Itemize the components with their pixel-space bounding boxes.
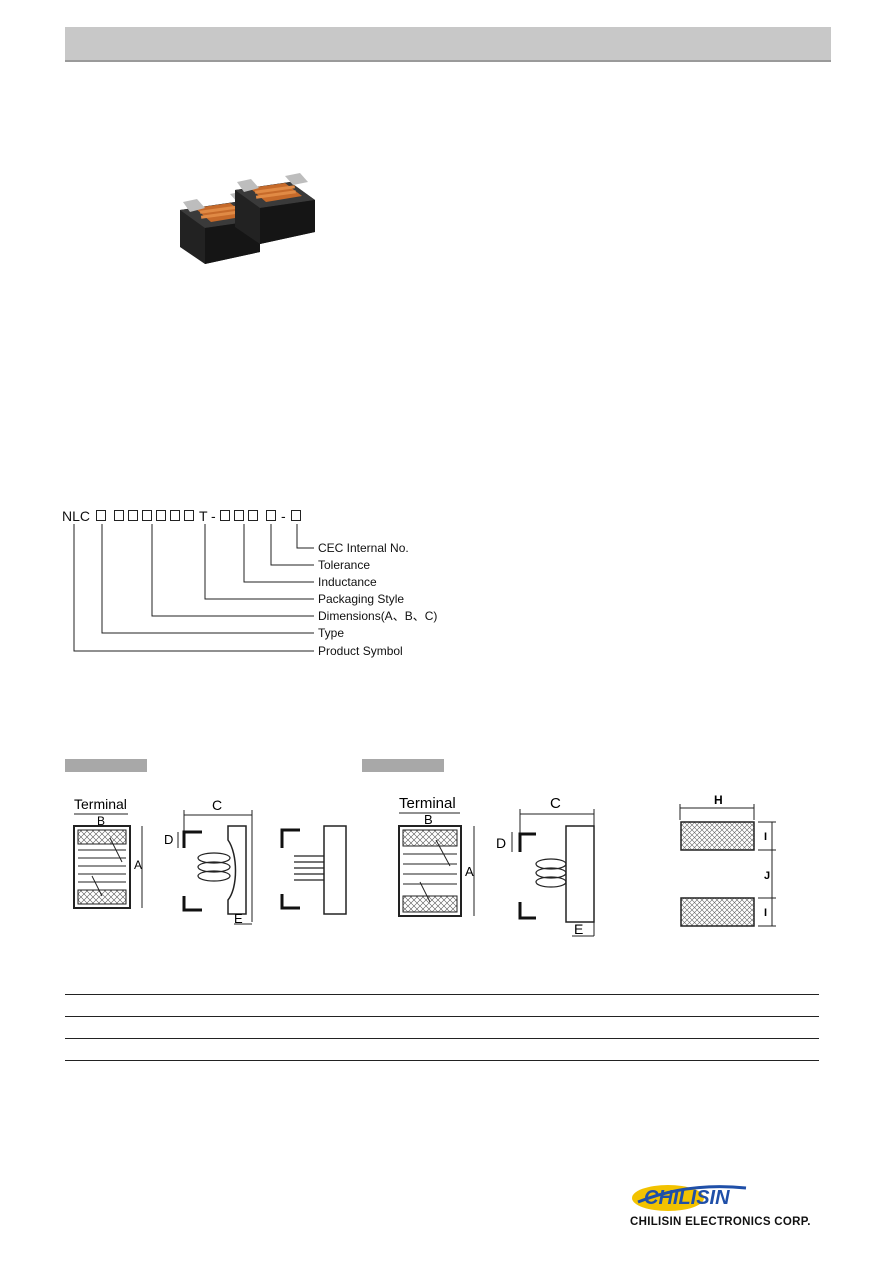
logo-wordmark: CHILISIN — [644, 1187, 730, 1209]
label-b: B — [424, 812, 433, 827]
label-c: C — [212, 797, 222, 813]
label-d: D — [164, 832, 173, 847]
pn-label-cec-internal: CEC Internal No. — [318, 541, 409, 555]
pn-label-dimensions: Dimensions(A、B、C) — [318, 609, 438, 623]
label-terminal: Terminal — [399, 795, 456, 812]
label-a: A — [465, 864, 474, 879]
part-numbering-diagram: NLC T - - CEC Internal No. Tolerance Ind… — [62, 508, 482, 668]
label-d: D — [496, 835, 506, 851]
section-tag-right — [362, 759, 444, 772]
pn-label-packaging: Packaging Style — [318, 592, 405, 606]
label-a: A — [134, 858, 142, 872]
table-rule-2 — [65, 1016, 819, 1017]
pn-label-tolerance: Tolerance — [318, 558, 371, 572]
pn-box-dim-3 — [142, 510, 152, 521]
pn-dash-1: - — [211, 508, 216, 524]
land-pad-top — [680, 821, 755, 851]
label-j: J — [764, 870, 770, 882]
land-pattern-diagram: H I J I — [679, 793, 776, 927]
label-b: B — [97, 814, 105, 828]
pn-box-ind-3 — [248, 510, 258, 521]
product-photo — [180, 173, 315, 264]
pn-box-dim-2 — [128, 510, 138, 521]
company-name: CHILISIN ELECTRONICS CORP. — [630, 1216, 811, 1228]
land-pad-bottom — [680, 897, 755, 927]
header-bar — [65, 27, 831, 62]
pn-box-tolerance — [266, 510, 276, 521]
pn-label-product-symbol: Product Symbol — [318, 644, 403, 658]
label-e: E — [234, 911, 243, 926]
label-terminal: Terminal — [74, 796, 127, 812]
pn-box-type — [96, 510, 106, 521]
section-tag-left — [65, 759, 147, 772]
chilisin-logo: CHILISIN — [632, 1185, 747, 1211]
pn-prefix: NLC — [62, 508, 91, 524]
pn-dash-2: - — [281, 508, 286, 524]
label-e: E — [574, 921, 583, 937]
pn-packaging-letter: T — [199, 508, 208, 524]
table-rule-3 — [65, 1038, 819, 1039]
table-rule-1 — [65, 994, 819, 995]
pn-box-dim-6 — [184, 510, 194, 521]
label-i-bottom: I — [764, 907, 767, 919]
label-c: C — [550, 795, 561, 812]
label-i-top: I — [764, 831, 767, 843]
pn-box-dim-5 — [170, 510, 180, 521]
pn-box-internal — [291, 510, 301, 521]
pn-box-dim-1 — [114, 510, 124, 521]
label-h: H — [714, 793, 723, 807]
choke-right-image — [235, 173, 315, 244]
pn-box-ind-1 — [220, 510, 230, 521]
pn-box-dim-4 — [156, 510, 166, 521]
dimension-diagram-left: Terminal B A C D E — [73, 796, 347, 926]
pn-label-inductance: Inductance — [318, 575, 377, 589]
pn-label-type: Type — [318, 626, 345, 640]
pn-box-ind-2 — [234, 510, 244, 521]
dimension-diagram-right: Terminal B A C D E — [398, 795, 595, 937]
table-rule-4 — [65, 1060, 819, 1061]
pn-leader-lines — [73, 524, 314, 652]
